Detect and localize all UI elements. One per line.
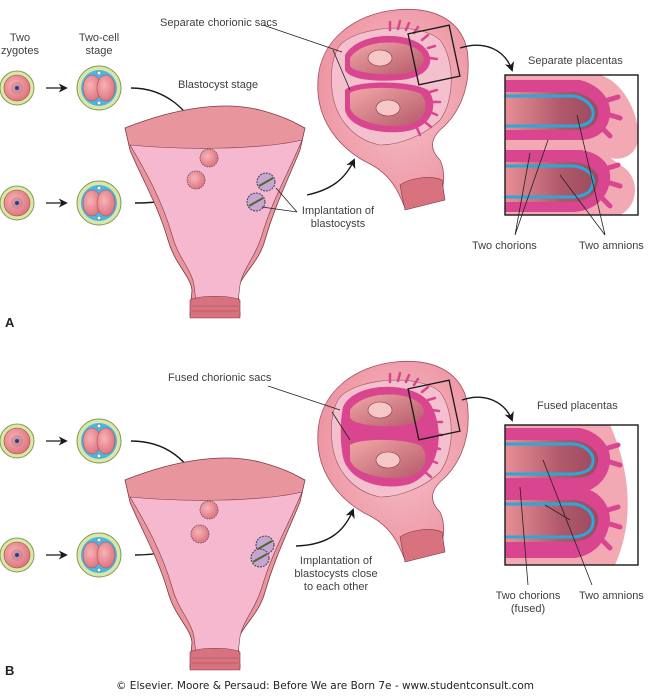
uterus-illustration bbox=[124, 105, 306, 319]
fused-chorionic-sacs-label: Fused chorionic sacs bbox=[168, 372, 272, 384]
copyright-footer: © Elsevier. Moore & Persaud: Before We a… bbox=[115, 680, 535, 692]
implantation-label-line: to each other bbox=[303, 581, 369, 593]
blastocyst-icon bbox=[190, 500, 219, 544]
panel-b bbox=[0, 360, 639, 671]
panel-a bbox=[0, 8, 639, 319]
fused-placentas-label: Fused placentas bbox=[537, 400, 618, 412]
two-cell-icon bbox=[76, 65, 122, 111]
implantation-label-line: Implantation of bbox=[299, 555, 373, 567]
blastocyst-stage-label: Blastocyst stage bbox=[178, 79, 259, 91]
placenta-detail-fused bbox=[504, 424, 639, 566]
zygote-icon bbox=[0, 423, 35, 459]
two-amnions-label-b: Two amnions bbox=[579, 590, 644, 602]
pregnant-uterus-illustration bbox=[317, 360, 469, 563]
arrow-icon bbox=[295, 508, 355, 547]
arrow-icon bbox=[461, 396, 514, 422]
two-chorions-label-b: Two chorions (fused) bbox=[493, 590, 563, 616]
implantation-label-line: blastocysts bbox=[310, 218, 366, 230]
two-cell-label-line: stage bbox=[85, 45, 113, 57]
blastocyst-icon bbox=[186, 148, 219, 190]
two-cell-icon bbox=[76, 532, 122, 578]
two-chorions-label-a: Two chorions bbox=[472, 240, 537, 252]
two-cell-label: Two-cell stage bbox=[74, 32, 124, 58]
two-cell-icon bbox=[76, 180, 122, 226]
uterus-illustration bbox=[124, 457, 306, 671]
zygotes-label: Two zygotes bbox=[0, 32, 40, 58]
placenta-detail-separate bbox=[504, 74, 639, 216]
arrow-icon bbox=[306, 158, 356, 196]
implanted-blastocyst-icon bbox=[246, 172, 276, 212]
two-chorions-label-line: (fused) bbox=[510, 603, 546, 615]
two-amnions-label-a: Two amnions bbox=[579, 240, 644, 252]
zygotes-label-line: Two bbox=[9, 32, 31, 44]
zygote-icon bbox=[0, 537, 35, 573]
implantation-label-line: blastocysts close bbox=[294, 568, 378, 580]
implantation-label-b: Implantation of blastocysts close to eac… bbox=[286, 555, 386, 594]
implantation-label-a: Implantation of blastocysts bbox=[298, 205, 378, 231]
zygotes-label-line: zygotes bbox=[1, 45, 39, 57]
separate-placentas-label: Separate placentas bbox=[528, 55, 623, 67]
two-cell-icon bbox=[76, 418, 122, 464]
two-chorions-label-line: Two chorions bbox=[495, 590, 561, 602]
zygote-icon bbox=[0, 185, 35, 221]
panel-label-b: B bbox=[5, 663, 15, 678]
separate-chorionic-sacs-label: Separate chorionic sacs bbox=[160, 17, 278, 29]
arrow-icon bbox=[459, 44, 515, 72]
implantation-label-line: Implantation of bbox=[301, 205, 375, 217]
pregnant-uterus-illustration bbox=[317, 8, 469, 211]
implanted-blastocyst-icon bbox=[250, 535, 275, 568]
zygote-icon bbox=[0, 70, 35, 106]
two-cell-label-line: Two-cell bbox=[78, 32, 120, 44]
panel-label-a: A bbox=[5, 315, 15, 330]
